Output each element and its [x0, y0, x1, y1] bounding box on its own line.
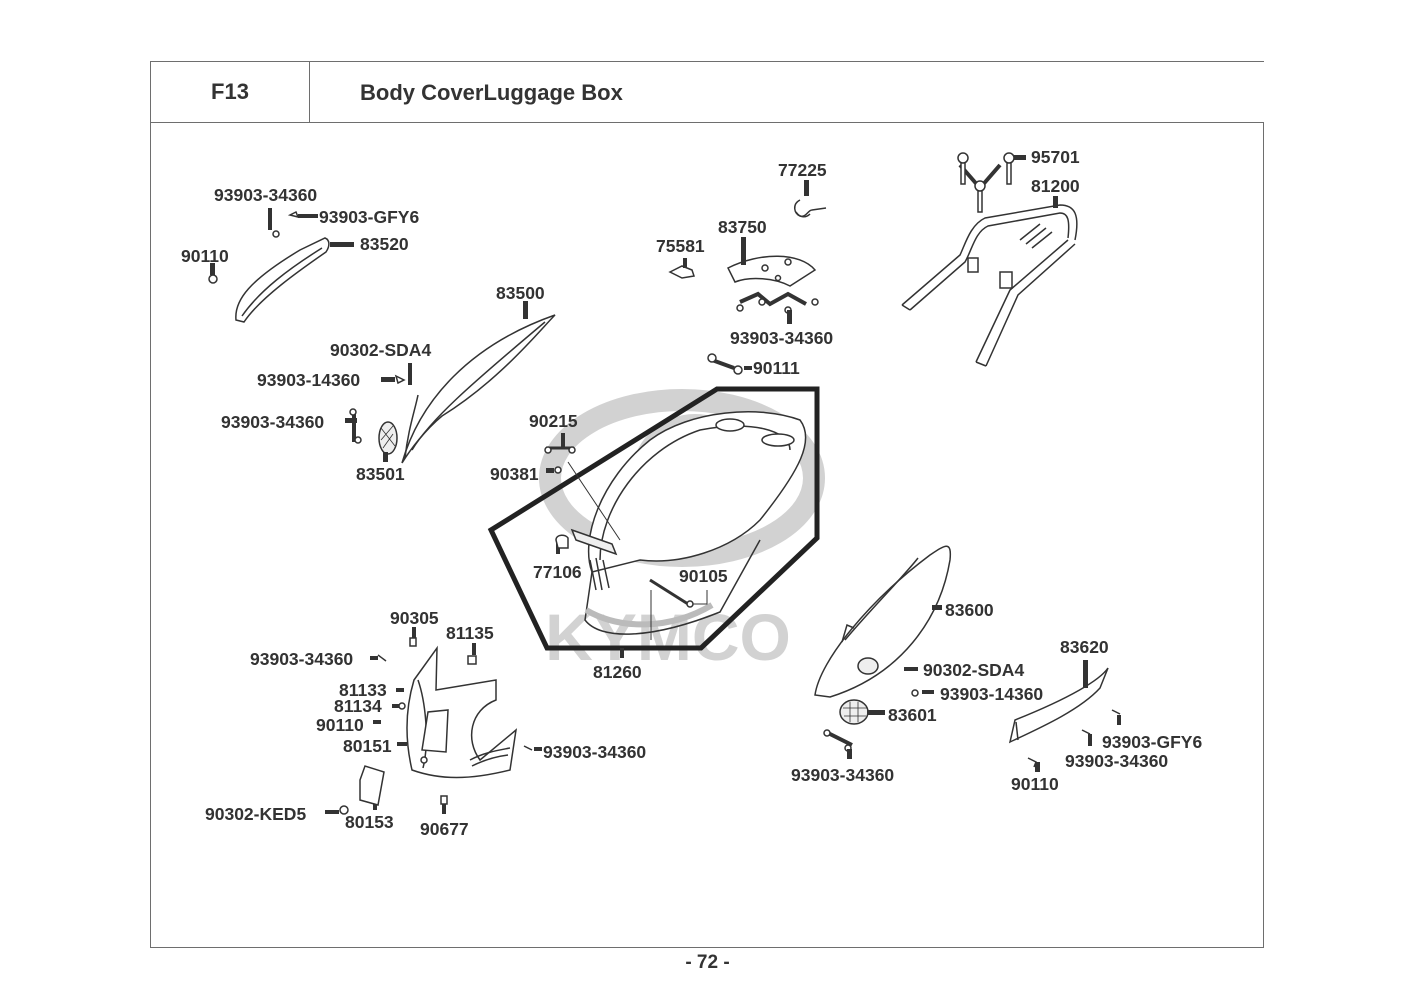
part-label: 90302-KED5 [205, 804, 307, 824]
part-label: 93903-34360 [221, 412, 325, 432]
part-label: 90110 [316, 715, 364, 735]
page-number: - 72 - [685, 952, 730, 973]
watermark-text: KYMCO [545, 600, 791, 674]
part-label: 81134 [334, 696, 382, 716]
luggage-box-drawing [487, 386, 820, 658]
part-label: 75581 [656, 236, 705, 256]
diagram-frame [150, 122, 1264, 948]
part-label: 83601 [888, 705, 937, 725]
part-label: 93903-14360 [257, 370, 361, 390]
luggage-box-callout-outline [487, 386, 820, 651]
section-code: F13 [211, 79, 249, 104]
part-label: 90302-SDA4 [330, 340, 432, 360]
part-label: 83750 [718, 217, 767, 237]
part-label: 83500 [496, 283, 545, 303]
part-label: 93903-34360 [214, 185, 318, 205]
part-label: 81135 [446, 623, 494, 643]
side-cover-left-drawing [345, 301, 556, 464]
part-label: 90677 [420, 819, 469, 839]
part-label: 83501 [356, 464, 405, 484]
part-label: 80151 [343, 736, 392, 756]
part-label: 93903-34360 [1065, 751, 1169, 771]
part-label: 90110 [1011, 774, 1059, 794]
part-label: 83620 [1060, 637, 1109, 657]
part-label: 95701 [1031, 147, 1080, 167]
side-rail-right-drawing [1008, 660, 1121, 772]
side-cover-right-drawing [814, 545, 952, 759]
part-label: 77106 [533, 562, 582, 582]
tail-parts-drawing [668, 180, 827, 375]
part-label: 90381 [490, 464, 539, 484]
part-label: 90110 [181, 246, 229, 266]
part-label: 93903-GFY6 [1102, 732, 1203, 752]
part-label: 81200 [1031, 176, 1080, 196]
part-label: 80153 [345, 812, 394, 832]
part-label: 90111 [753, 358, 800, 378]
part-label: 93903-GFY6 [319, 207, 420, 227]
side-rail-left-drawing [208, 208, 354, 323]
section-title: Body CoverLuggage Box [360, 79, 623, 105]
part-label: 77225 [778, 160, 827, 180]
part-label: 90105 [679, 566, 728, 586]
part-label: 93903-34360 [543, 742, 647, 762]
part-label: 90305 [390, 608, 439, 628]
part-label: 93903-34360 [250, 649, 354, 669]
part-label: 93903-34360 [791, 765, 895, 785]
center-cover-drawing [325, 627, 542, 815]
part-label: 90215 [529, 411, 578, 431]
part-label: 83600 [945, 600, 994, 620]
part-label: 81260 [593, 662, 642, 682]
rear-carrier-drawing [901, 152, 1078, 367]
part-label: 81133 [339, 680, 387, 700]
part-label: 83520 [360, 234, 409, 254]
section-title-cell: Body CoverLuggage Box [309, 61, 1264, 123]
part-label: 93903-34360 [730, 328, 834, 348]
part-label: 90302-SDA4 [923, 660, 1025, 680]
part-label: 93903-14360 [940, 684, 1044, 704]
